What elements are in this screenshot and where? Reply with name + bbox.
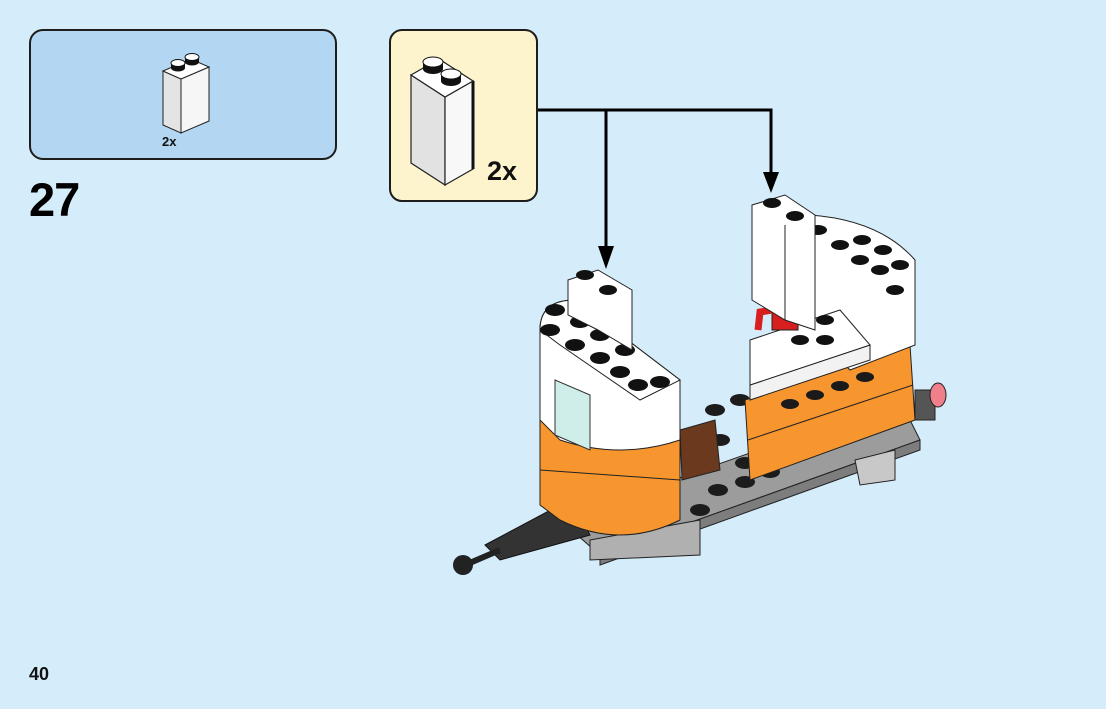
- window: [554, 379, 591, 451]
- arrow-head-icon: [763, 172, 779, 193]
- sub-assembly-callout: 2x: [389, 29, 538, 202]
- arrow-line: [538, 108, 773, 178]
- parts-list-box: 2x: [29, 29, 337, 160]
- white-brick-1x2x3-icon: [161, 53, 211, 134]
- white-brick-1x2x3-icon: [409, 56, 475, 187]
- tow-ball: [453, 555, 473, 575]
- callout-quantity-label: 2x: [487, 156, 518, 186]
- page-number: 40: [29, 664, 50, 684]
- arrow-head-icon: [598, 246, 614, 269]
- step-number: 27: [29, 173, 80, 226]
- parts-quantity-label: 2x: [162, 134, 177, 149]
- trailer-model-illustration: [453, 194, 947, 575]
